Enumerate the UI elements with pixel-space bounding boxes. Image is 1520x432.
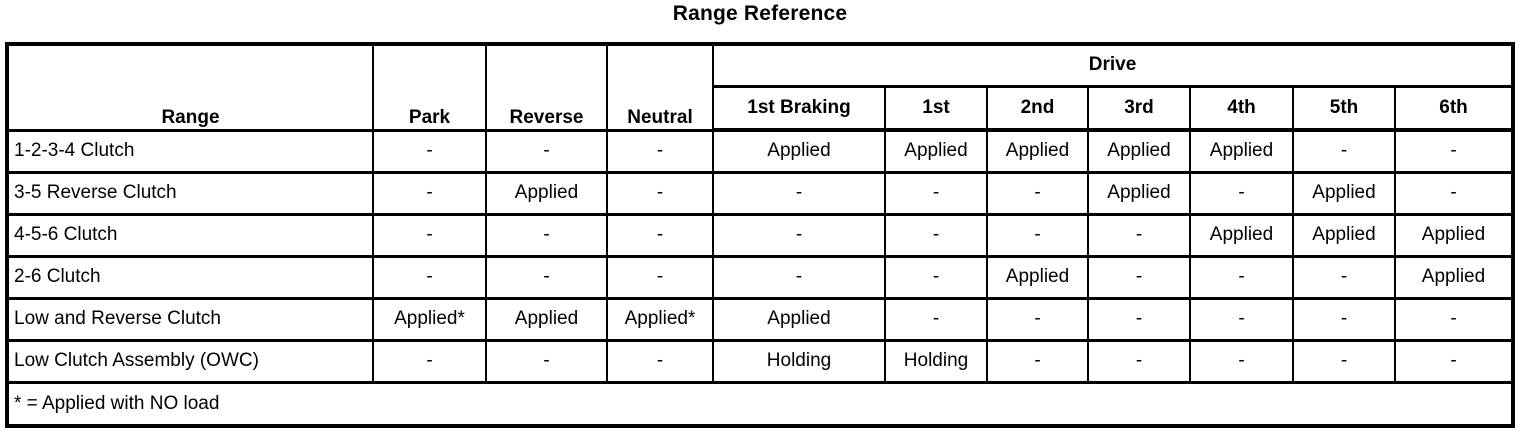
data-cell: - xyxy=(485,338,608,384)
data-cell: - xyxy=(884,296,988,342)
data-cell: - xyxy=(1087,254,1191,300)
data-cell: - xyxy=(606,128,714,174)
data-cell: - xyxy=(372,128,487,174)
data-cell: - xyxy=(1292,254,1396,300)
data-cell: - xyxy=(1394,338,1514,384)
data-cell: - xyxy=(1394,128,1514,174)
data-cell: - xyxy=(485,254,608,300)
header-row-sub: 1st Braking 1st 2nd 3rd 4th 5th 6th xyxy=(7,84,1514,132)
row-label: Low and Reverse Clutch xyxy=(6,296,374,342)
data-cell: - xyxy=(606,170,714,216)
data-cell: Applied xyxy=(485,296,608,342)
data-cell: - xyxy=(1394,170,1514,216)
data-cell: Applied* xyxy=(372,296,487,342)
data-cell: Applied xyxy=(1189,212,1294,258)
data-cell: Applied xyxy=(986,128,1089,174)
data-cell: - xyxy=(1087,212,1191,258)
header-2nd: 2nd xyxy=(986,84,1089,132)
data-cell: - xyxy=(986,296,1089,342)
header-5th: 5th xyxy=(1292,84,1396,132)
table-row: 3-5 Reverse Clutch - Applied - - - - App… xyxy=(6,170,1514,216)
data-cell: - xyxy=(1292,338,1396,384)
row-label: 4-5-6 Clutch xyxy=(6,212,374,258)
data-cell: - xyxy=(1189,338,1294,384)
header-6th: 6th xyxy=(1394,84,1514,132)
header-reverse: Reverse xyxy=(485,42,608,132)
data-cell: Applied xyxy=(986,254,1089,300)
page-title: Range Reference xyxy=(672,2,848,25)
header-1st: 1st xyxy=(884,84,988,132)
data-cell: - xyxy=(485,128,608,174)
data-cell: - xyxy=(1087,296,1191,342)
data-cell: - xyxy=(712,212,886,258)
data-cell: Applied xyxy=(884,128,988,174)
footnote: * = Applied with NO load xyxy=(6,380,1514,428)
data-cell: Applied xyxy=(1292,212,1396,258)
header-3rd: 3rd xyxy=(1087,84,1191,132)
data-cell: - xyxy=(372,212,487,258)
row-label: 3-5 Reverse Clutch xyxy=(6,170,374,216)
row-label: 2-6 Clutch xyxy=(6,254,374,300)
data-cell: - xyxy=(606,212,714,258)
data-cell: - xyxy=(606,338,714,384)
data-cell: Applied xyxy=(1394,212,1514,258)
data-cell: - xyxy=(884,170,988,216)
header-1st-braking: 1st Braking xyxy=(712,84,886,132)
data-cell: Applied xyxy=(712,128,886,174)
data-cell: - xyxy=(712,170,886,216)
data-cell: - xyxy=(1087,338,1191,384)
data-cell: Applied xyxy=(1394,254,1514,300)
footnote-row: * = Applied with NO load xyxy=(6,380,1514,428)
data-cell: - xyxy=(1189,296,1294,342)
data-cell: - xyxy=(986,170,1089,216)
data-cell: - xyxy=(485,212,608,258)
table-body: 1-2-3-4 Clutch - - - Applied Applied App… xyxy=(6,128,1514,384)
data-cell: - xyxy=(372,338,487,384)
data-cell: Applied xyxy=(1087,170,1191,216)
data-cell: - xyxy=(884,254,988,300)
data-cell: Applied xyxy=(712,296,886,342)
data-cell: - xyxy=(986,212,1089,258)
data-cell: Applied xyxy=(1087,128,1191,174)
data-cell: - xyxy=(712,254,886,300)
table-row: 1-2-3-4 Clutch - - - Applied Applied App… xyxy=(6,128,1514,174)
header-neutral: Neutral xyxy=(606,42,714,132)
data-cell: Applied xyxy=(1189,128,1294,174)
header-range: Range xyxy=(6,42,374,132)
table-footer: * = Applied with NO load xyxy=(6,380,1514,428)
table-row: 2-6 Clutch - - - - - Applied - - - Appli… xyxy=(6,254,1514,300)
data-cell: - xyxy=(372,170,487,216)
data-cell: Applied xyxy=(485,170,608,216)
range-reference-table: Range Park Reverse Neutral Drive 1st Bra… xyxy=(5,42,1515,428)
data-cell: - xyxy=(606,254,714,300)
data-cell: - xyxy=(372,254,487,300)
header-4th: 4th xyxy=(1189,84,1294,132)
data-cell: - xyxy=(1292,296,1396,342)
row-label: Low Clutch Assembly (OWC) xyxy=(6,338,374,384)
table-header: Range Park Reverse Neutral Drive 1st Bra… xyxy=(6,42,1514,132)
header-drive: Drive xyxy=(712,42,1514,88)
header-row-top: Range Park Reverse Neutral Drive xyxy=(6,42,1514,132)
data-cell: Applied* xyxy=(606,296,714,342)
data-cell: Holding xyxy=(712,338,886,384)
table-row: Low and Reverse Clutch Applied* Applied … xyxy=(6,296,1514,342)
table-row: Low Clutch Assembly (OWC) - - - Holding … xyxy=(6,338,1514,384)
data-cell: - xyxy=(1189,254,1294,300)
data-cell: - xyxy=(1292,128,1396,174)
header-park: Park xyxy=(372,42,487,132)
data-cell: - xyxy=(986,338,1089,384)
data-cell: - xyxy=(1394,296,1514,342)
data-cell: - xyxy=(884,212,988,258)
data-cell: - xyxy=(1189,170,1294,216)
data-cell: Holding xyxy=(884,338,988,384)
table-row: 4-5-6 Clutch - - - - - - - Applied Appli… xyxy=(6,212,1514,258)
data-cell: Applied xyxy=(1292,170,1396,216)
row-label: 1-2-3-4 Clutch xyxy=(6,128,374,174)
